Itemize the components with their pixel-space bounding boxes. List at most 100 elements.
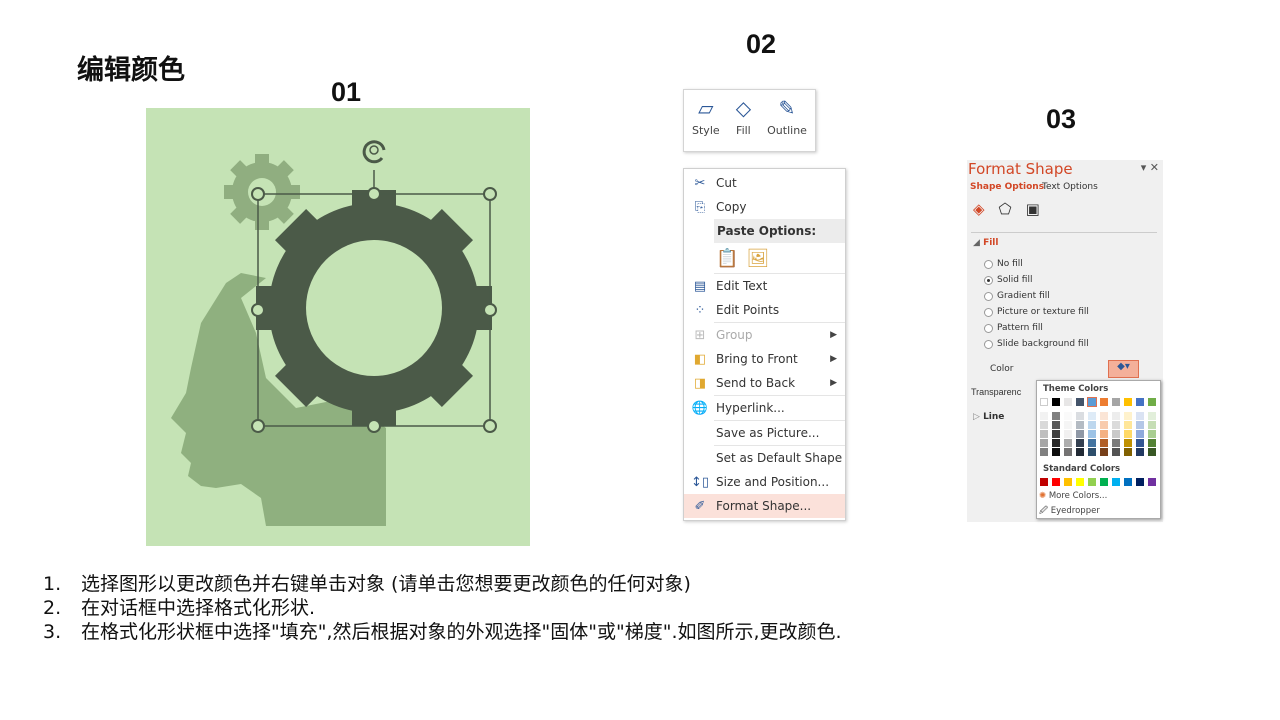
theme-color-swatch[interactable] [1124, 398, 1132, 406]
theme-color-shade[interactable] [1052, 421, 1060, 429]
theme-color-shade[interactable] [1112, 421, 1120, 429]
theme-color-swatch[interactable] [1052, 398, 1060, 406]
menu-copy[interactable]: ⎘Copy [684, 195, 845, 219]
theme-color-shade[interactable] [1076, 412, 1084, 420]
theme-color-swatch[interactable] [1112, 398, 1120, 406]
theme-color-shade[interactable] [1088, 430, 1096, 438]
menu-save-as-picture[interactable]: Save as Picture... [684, 421, 845, 445]
theme-color-shade[interactable] [1076, 430, 1084, 438]
menu-edit-text[interactable]: ▤Edit Text [684, 274, 845, 298]
theme-color-shade[interactable] [1148, 412, 1156, 420]
line-section-header[interactable]: Line [983, 412, 1005, 422]
theme-color-swatch[interactable] [1087, 397, 1097, 407]
theme-color-swatch[interactable] [1064, 398, 1072, 406]
standard-color-swatch[interactable] [1052, 478, 1060, 486]
theme-color-shade[interactable] [1124, 430, 1132, 438]
theme-color-shade[interactable] [1124, 439, 1132, 447]
collapse-icon[interactable]: ◢ [973, 238, 980, 248]
menu-size-position[interactable]: ↕▯Size and Position... [684, 470, 845, 494]
theme-color-shade[interactable] [1064, 448, 1072, 456]
theme-color-shade[interactable] [1112, 439, 1120, 447]
theme-color-shade[interactable] [1076, 439, 1084, 447]
theme-color-shade[interactable] [1124, 412, 1132, 420]
theme-color-shade[interactable] [1088, 448, 1096, 456]
theme-color-swatch[interactable] [1100, 398, 1108, 406]
style-button[interactable]: ▱Style [692, 96, 720, 151]
theme-color-shade[interactable] [1052, 430, 1060, 438]
fill-option-radio[interactable]: Gradient fill [984, 288, 1089, 304]
fill-line-icon[interactable]: ◈ [973, 200, 985, 218]
theme-color-shade[interactable] [1052, 439, 1060, 447]
theme-color-shade[interactable] [1040, 448, 1048, 456]
more-colors-item[interactable]: ✺ More Colors... [1039, 491, 1107, 501]
theme-color-shade[interactable] [1040, 439, 1048, 447]
theme-color-shade[interactable] [1148, 448, 1156, 456]
theme-color-swatch[interactable] [1136, 398, 1144, 406]
theme-color-shade[interactable] [1148, 430, 1156, 438]
theme-color-shade[interactable] [1112, 448, 1120, 456]
theme-color-shade[interactable] [1100, 439, 1108, 447]
standard-color-swatch[interactable] [1112, 478, 1120, 486]
theme-color-shade[interactable] [1088, 412, 1096, 420]
standard-color-swatch[interactable] [1076, 478, 1084, 486]
theme-color-shade[interactable] [1136, 421, 1144, 429]
standard-color-swatch[interactable] [1088, 478, 1096, 486]
fill-section-header[interactable]: Fill [983, 238, 999, 248]
standard-color-swatch[interactable] [1064, 478, 1072, 486]
theme-color-shade[interactable] [1124, 421, 1132, 429]
standard-color-swatch[interactable] [1040, 478, 1048, 486]
theme-color-shade[interactable] [1148, 421, 1156, 429]
theme-color-shade[interactable] [1052, 448, 1060, 456]
effects-pentagon-icon[interactable]: ⬠ [998, 200, 1012, 218]
theme-color-shade[interactable] [1100, 412, 1108, 420]
menu-edit-points[interactable]: ⁘Edit Points [684, 298, 845, 322]
standard-color-swatch[interactable] [1148, 478, 1156, 486]
fill-option-radio[interactable]: Picture or texture fill [984, 304, 1089, 320]
size-properties-icon[interactable]: ▣ [1025, 200, 1040, 218]
theme-color-shade[interactable] [1040, 430, 1048, 438]
theme-color-swatch[interactable] [1148, 398, 1156, 406]
theme-color-swatch[interactable] [1076, 398, 1084, 406]
menu-send-to-back[interactable]: ◨Send to Back▶ [684, 371, 845, 395]
expand-icon[interactable]: ▷ [973, 412, 980, 422]
fill-option-radio[interactable]: Solid fill [984, 272, 1089, 288]
theme-color-shade[interactable] [1064, 421, 1072, 429]
theme-color-shade[interactable] [1148, 439, 1156, 447]
theme-color-shade[interactable] [1076, 448, 1084, 456]
theme-color-shade[interactable] [1112, 430, 1120, 438]
theme-color-shade[interactable] [1076, 421, 1084, 429]
eyedropper-item[interactable]: 🖉 Eyedropper [1039, 505, 1100, 519]
standard-color-swatch[interactable] [1136, 478, 1144, 486]
theme-color-shade[interactable] [1136, 430, 1144, 438]
menu-set-default-shape[interactable]: Set as Default Shape [684, 446, 845, 470]
theme-color-shade[interactable] [1136, 412, 1144, 420]
color-picker-button[interactable]: ◆▾ [1108, 360, 1139, 378]
close-icon[interactable]: ✕ [1149, 161, 1159, 174]
standard-color-swatch[interactable] [1124, 478, 1132, 486]
theme-color-shade[interactable] [1124, 448, 1132, 456]
tab-shape-options[interactable]: Shape Options [970, 182, 1045, 192]
theme-color-shade[interactable] [1112, 412, 1120, 420]
theme-color-shade[interactable] [1088, 439, 1096, 447]
theme-color-shade[interactable] [1064, 430, 1072, 438]
standard-color-swatch[interactable] [1100, 478, 1108, 486]
theme-color-shade[interactable] [1088, 421, 1096, 429]
theme-color-shade[interactable] [1136, 439, 1144, 447]
fill-option-radio[interactable]: Slide background fill [984, 336, 1089, 352]
theme-color-swatch[interactable] [1040, 398, 1048, 406]
theme-color-shade[interactable] [1136, 448, 1144, 456]
fill-option-radio[interactable]: No fill [984, 256, 1089, 272]
paste-keep-icon[interactable]: 📋 [716, 247, 739, 269]
theme-color-shade[interactable] [1052, 412, 1060, 420]
gear-head-image[interactable] [146, 108, 530, 546]
fill-option-radio[interactable]: Pattern fill [984, 320, 1089, 336]
tab-text-options[interactable]: Text Options [1042, 182, 1098, 192]
theme-color-shade[interactable] [1040, 421, 1048, 429]
theme-color-shade[interactable] [1100, 430, 1108, 438]
theme-color-shade[interactable] [1100, 421, 1108, 429]
menu-format-shape[interactable]: ✐Format Shape... [684, 494, 845, 518]
theme-color-shade[interactable] [1100, 448, 1108, 456]
menu-cut[interactable]: ✂Cut [684, 171, 845, 195]
theme-color-shade[interactable] [1064, 439, 1072, 447]
paste-picture-icon[interactable]: 🖼 [746, 247, 770, 269]
